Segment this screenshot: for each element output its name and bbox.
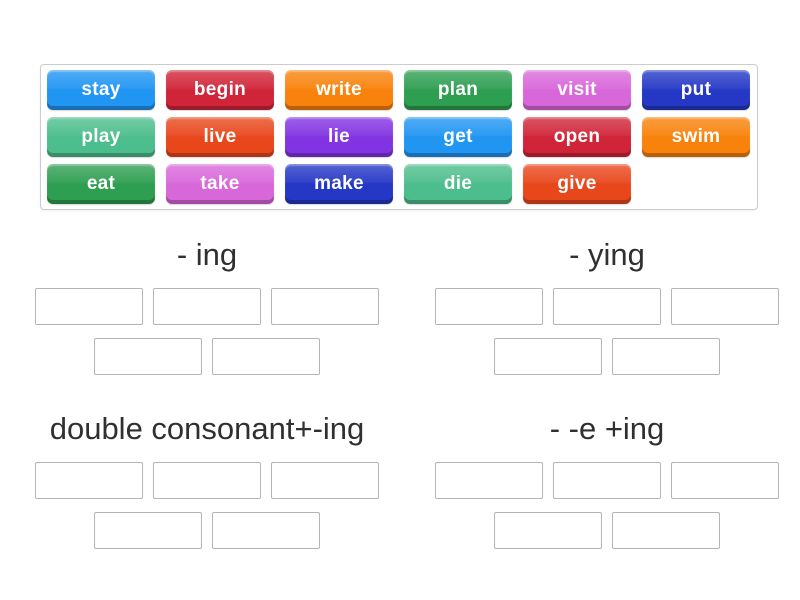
- drop-slot[interactable]: [153, 462, 261, 499]
- category-group: - -e +ing: [414, 398, 800, 562]
- drop-slot[interactable]: [435, 462, 543, 499]
- word-tile-die[interactable]: die: [404, 164, 512, 204]
- category-title: - ying: [569, 237, 645, 272]
- slot-row: [94, 338, 320, 375]
- category-group: - ying: [414, 224, 800, 388]
- word-tile-plan[interactable]: plan: [404, 70, 512, 110]
- drop-slot[interactable]: [271, 462, 379, 499]
- drop-slot[interactable]: [271, 288, 379, 325]
- category-title: - -e +ing: [549, 411, 665, 446]
- slot-row: [435, 462, 779, 499]
- drop-slot[interactable]: [612, 512, 720, 549]
- category-group: - ing: [0, 224, 414, 388]
- slot-row: [435, 288, 779, 325]
- drop-slot[interactable]: [153, 288, 261, 325]
- word-tile-stay[interactable]: stay: [47, 70, 155, 110]
- drop-slot[interactable]: [212, 512, 320, 549]
- drop-slot[interactable]: [553, 462, 661, 499]
- word-tile-play[interactable]: play: [47, 117, 155, 157]
- slot-row: [494, 512, 720, 549]
- drop-slot[interactable]: [94, 338, 202, 375]
- slot-row: [35, 288, 379, 325]
- word-tile-open[interactable]: open: [523, 117, 631, 157]
- drop-slot[interactable]: [435, 288, 543, 325]
- word-tile-put[interactable]: put: [642, 70, 750, 110]
- slot-row: [94, 512, 320, 549]
- word-tile-take[interactable]: take: [166, 164, 274, 204]
- word-tile-make[interactable]: make: [285, 164, 393, 204]
- category-groups: - ing - ying double consonant+-ing - -e +in…: [0, 224, 800, 562]
- drop-slot[interactable]: [671, 462, 779, 499]
- category-title: - ing: [176, 237, 238, 272]
- word-tile-lie[interactable]: lie: [285, 117, 393, 157]
- word-tile-give[interactable]: give: [523, 164, 631, 204]
- slot-row: [494, 338, 720, 375]
- drop-slot[interactable]: [212, 338, 320, 375]
- drop-slot[interactable]: [612, 338, 720, 375]
- drop-slot[interactable]: [671, 288, 779, 325]
- word-tile-write[interactable]: write: [285, 70, 393, 110]
- word-tile-visit[interactable]: visit: [523, 70, 631, 110]
- drop-slot[interactable]: [94, 512, 202, 549]
- drop-slot[interactable]: [494, 512, 602, 549]
- word-tile-swim[interactable]: swim: [642, 117, 750, 157]
- drop-slot[interactable]: [553, 288, 661, 325]
- word-tile-eat[interactable]: eat: [47, 164, 155, 204]
- word-tile-begin[interactable]: begin: [166, 70, 274, 110]
- word-tile-get[interactable]: get: [404, 117, 512, 157]
- drop-slot[interactable]: [35, 288, 143, 325]
- word-tile-live[interactable]: live: [166, 117, 274, 157]
- category-group: double consonant+-ing: [0, 398, 414, 562]
- slot-row: [35, 462, 379, 499]
- category-title: double consonant+-ing: [49, 411, 365, 446]
- drop-slot[interactable]: [35, 462, 143, 499]
- drop-slot[interactable]: [494, 338, 602, 375]
